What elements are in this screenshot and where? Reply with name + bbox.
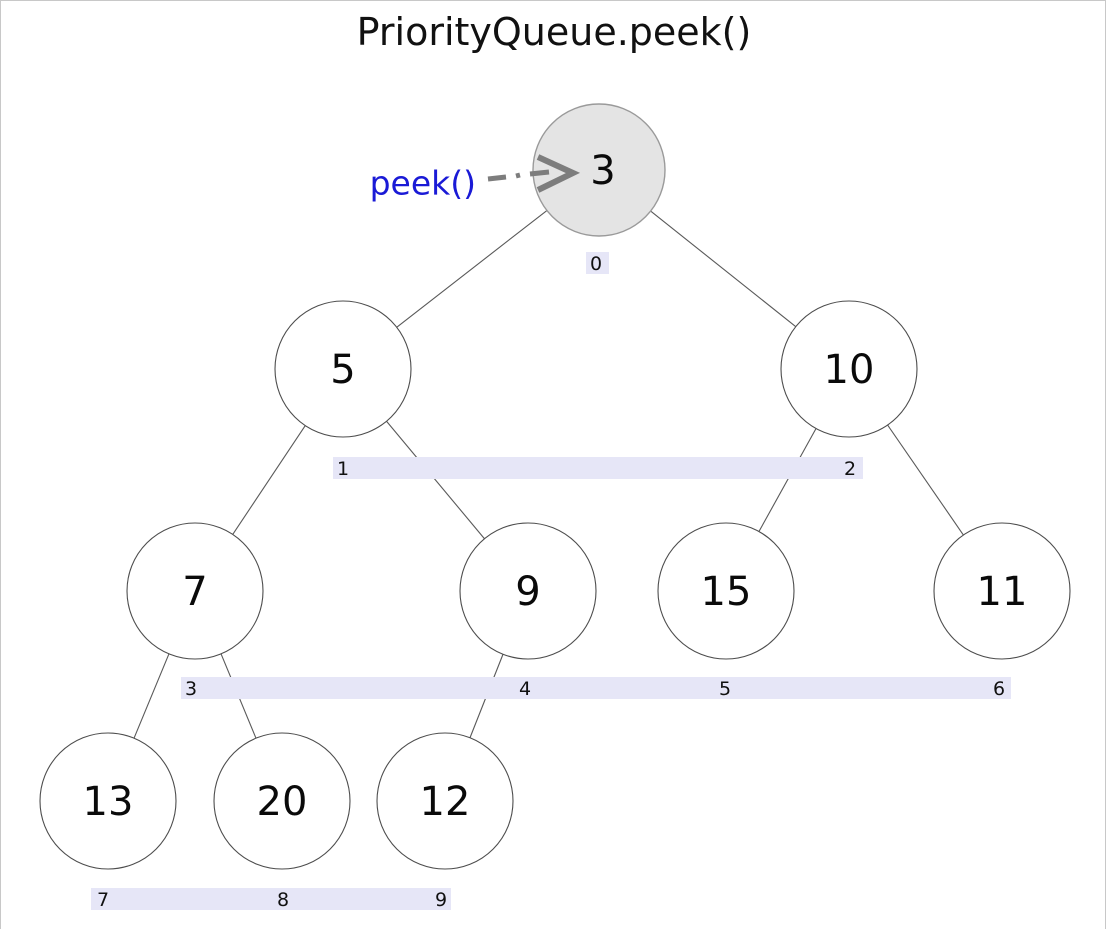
peek-annotation: peek() bbox=[370, 154, 581, 203]
node-circle[interactable] bbox=[213, 732, 351, 870]
node-index-label-1: 1 bbox=[337, 458, 349, 480]
tree-edge bbox=[386, 420, 485, 540]
index-band-row-1 bbox=[333, 457, 863, 479]
node-circle[interactable] bbox=[459, 522, 597, 660]
node-index-label-0: 0 bbox=[590, 253, 602, 275]
tree-node-3[interactable]: 7 bbox=[126, 522, 264, 660]
node-circle-highlighted[interactable] bbox=[532, 103, 666, 237]
peek-arrow-shaft bbox=[487, 169, 550, 182]
tree-edge bbox=[133, 653, 170, 739]
tree-edge bbox=[650, 210, 797, 328]
tree-node-9[interactable]: 12 bbox=[376, 732, 514, 870]
node-index-label-3: 3 bbox=[185, 678, 197, 700]
node-value-label: 20 bbox=[257, 779, 308, 825]
tree-node-4[interactable]: 9 bbox=[459, 522, 597, 660]
tree-node-1[interactable]: 5 bbox=[274, 300, 412, 438]
peek-arrow-head bbox=[536, 154, 581, 193]
tree-node-8[interactable]: 20 bbox=[213, 732, 351, 870]
tree-edge bbox=[887, 424, 964, 536]
tree-edge bbox=[232, 425, 306, 535]
peek-annotation-label: peek() bbox=[370, 164, 476, 203]
node-circle[interactable] bbox=[657, 522, 795, 660]
tree-node-5[interactable]: 15 bbox=[657, 522, 795, 660]
tree-edge bbox=[758, 428, 817, 532]
node-value-label: 9 bbox=[515, 569, 540, 615]
index-band-row-3 bbox=[91, 888, 451, 910]
tree-edge bbox=[396, 210, 548, 328]
index-band-row-2 bbox=[181, 677, 1011, 699]
node-value-label: 11 bbox=[977, 569, 1028, 615]
tree-node-6[interactable]: 11 bbox=[933, 522, 1071, 660]
node-circle[interactable] bbox=[376, 732, 514, 870]
node-circle[interactable] bbox=[126, 522, 264, 660]
node-index-label-6: 6 bbox=[993, 678, 1005, 700]
tree-node-7[interactable]: 13 bbox=[39, 732, 177, 870]
node-index-label-4: 4 bbox=[519, 678, 531, 700]
node-circle[interactable] bbox=[780, 300, 918, 438]
tree-node-0[interactable]: 3 bbox=[532, 103, 666, 237]
node-index-label-9: 9 bbox=[435, 889, 447, 911]
node-value-label: 15 bbox=[701, 569, 752, 615]
node-index-label-7: 7 bbox=[97, 889, 109, 911]
tree-node-2[interactable]: 10 bbox=[780, 300, 918, 438]
node-circle[interactable] bbox=[274, 300, 412, 438]
node-value-label: 10 bbox=[824, 347, 875, 393]
node-value-label: 3 bbox=[590, 148, 615, 194]
node-circle[interactable] bbox=[39, 732, 177, 870]
node-value-label: 7 bbox=[182, 569, 207, 615]
node-index-label-5: 5 bbox=[719, 678, 731, 700]
node-value-label: 13 bbox=[83, 779, 134, 825]
page-title: PriorityQueue.peek() bbox=[357, 10, 752, 54]
node-value-label: 12 bbox=[420, 779, 471, 825]
node-index-label-2: 2 bbox=[844, 458, 856, 480]
node-value-label: 5 bbox=[330, 347, 355, 393]
index-band-row-0 bbox=[586, 252, 609, 274]
node-index-label-8: 8 bbox=[277, 889, 289, 911]
node-circle[interactable] bbox=[933, 522, 1071, 660]
